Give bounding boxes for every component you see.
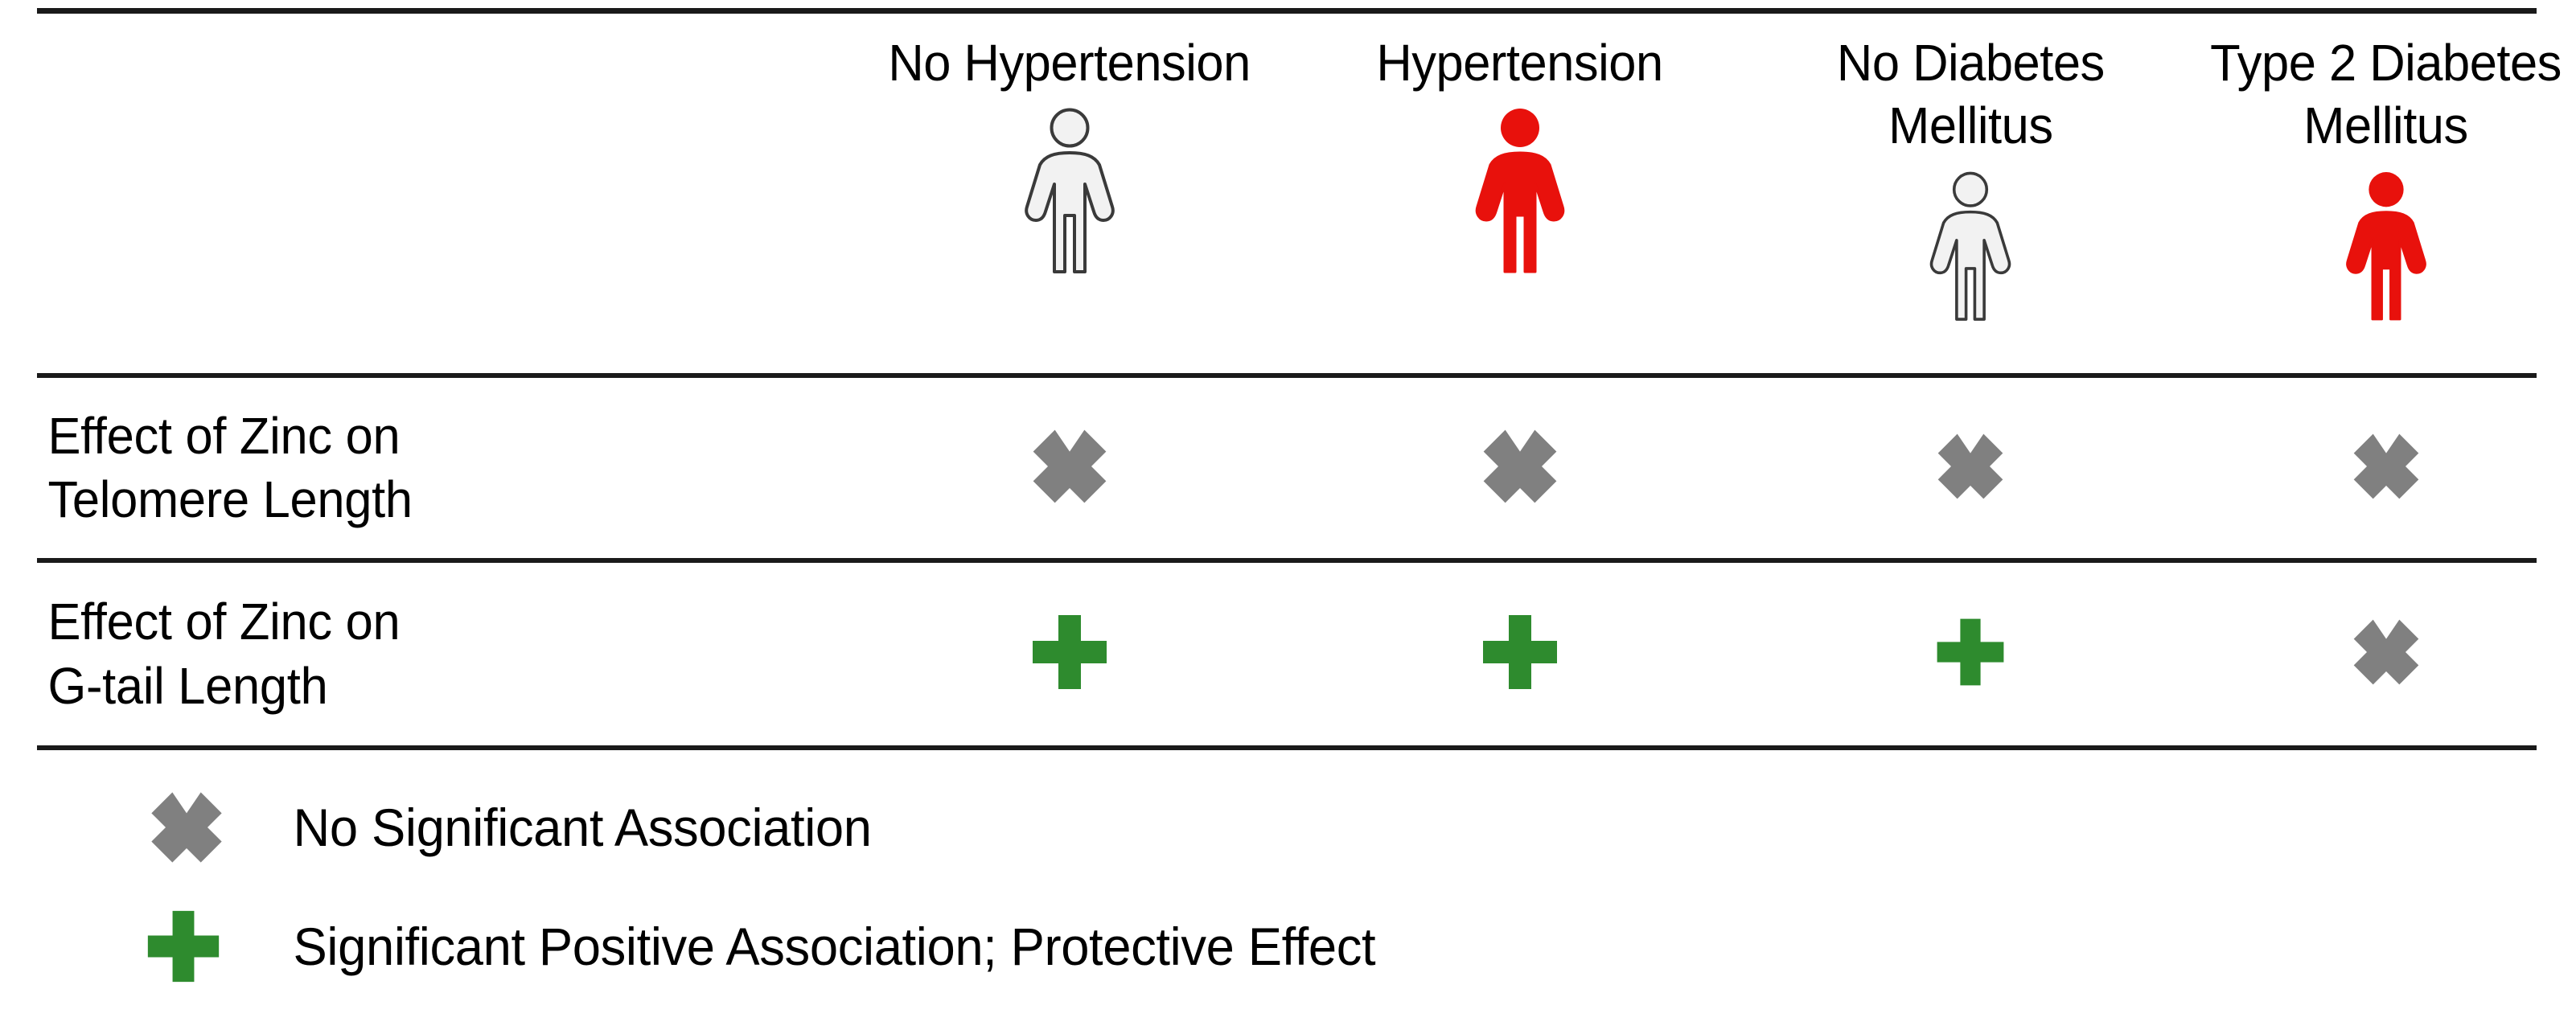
legend-label: No Significant Association (293, 797, 872, 857)
cell-gtail-no-diabetes (1745, 616, 2196, 692)
table-top-rule (37, 8, 2537, 14)
cell-telomere-hypertension (1295, 423, 1745, 514)
person-icon-solid (1463, 107, 1577, 280)
column-header-label: Hypertension (1376, 34, 1664, 92)
x-mark-icon (1477, 423, 1563, 514)
legend-item-no-association: No Significant Association (145, 768, 2155, 887)
person-icon-solid (2335, 170, 2438, 343)
x-mark-icon (2348, 613, 2425, 695)
legend-label: Significant Positive Association; Protec… (293, 916, 1376, 976)
column-header-label: No Hypertension (888, 34, 1251, 92)
plus-mark-icon (145, 908, 265, 985)
plus-mark-icon (1480, 612, 1560, 696)
legend: No Significant Association Significant P… (145, 768, 2155, 1006)
column-header-hypertension: Hypertension (1295, 14, 1745, 373)
table-row: Effect of Zinc on Telomere Length (0, 378, 2576, 558)
column-header-no-diabetes-mellitus: No Diabetes Mellitus (1745, 14, 2196, 373)
x-mark-icon (2348, 428, 2425, 509)
plus-mark-icon (1029, 612, 1110, 696)
x-mark-icon (1026, 423, 1113, 514)
person-icon-outline (1013, 107, 1127, 280)
table-header-rule (37, 373, 2537, 378)
plus-mark-icon (1934, 616, 2007, 692)
column-header-no-hypertension: No Hypertension (844, 14, 1295, 373)
header-corner-empty (37, 14, 844, 373)
table-row: Effect of Zinc on G-tail Length (0, 563, 2576, 745)
cell-telomere-type-2-diabetes (2196, 428, 2576, 509)
cell-gtail-no-hypertension (844, 612, 1295, 696)
row-label-g-tail-length: Effect of Zinc on G-tail Length (47, 593, 401, 715)
row-label-telomere-length: Effect of Zinc on Telomere Length (47, 406, 413, 528)
cell-telomere-no-diabetes (1745, 428, 2196, 509)
cell-telomere-no-hypertension (844, 423, 1295, 514)
person-icon-outline (1919, 170, 2022, 343)
table-row-divider (37, 558, 2537, 563)
column-header-label: No Diabetes Mellitus (1836, 34, 2105, 155)
table-bottom-rule (37, 745, 2537, 750)
column-header-type-2-diabetes-mellitus: Type 2 Diabetes Mellitus (2196, 14, 2576, 373)
header-gutter (0, 14, 37, 373)
x-mark-icon (1932, 428, 2009, 509)
legend-item-positive-association: Significant Positive Association; Protec… (145, 887, 2155, 1006)
cell-gtail-type-2-diabetes (2196, 613, 2576, 695)
table-header-row: No Hypertension Hypertension No Diabetes… (0, 14, 2576, 373)
cell-gtail-hypertension (1295, 612, 1745, 696)
column-header-label: Type 2 Diabetes Mellitus (2210, 34, 2562, 155)
x-mark-icon (145, 786, 265, 869)
